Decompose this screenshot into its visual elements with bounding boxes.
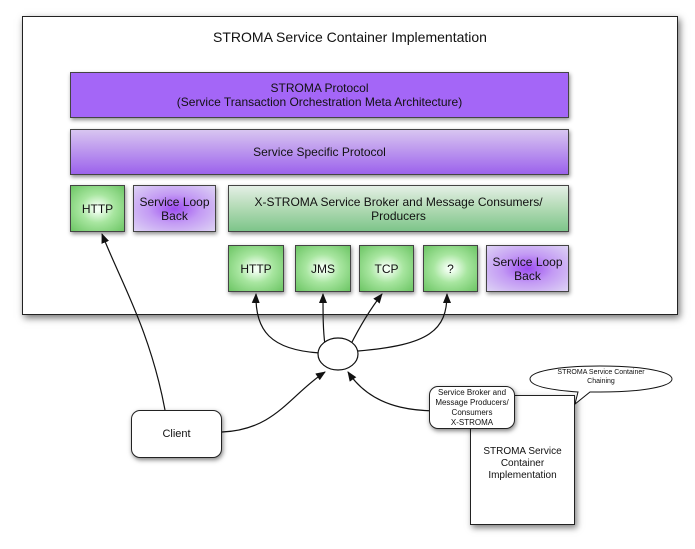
chaining-callout-text: STROMA Service Container Chaining — [530, 368, 672, 386]
external-container-label-1: STROMA Service — [483, 446, 562, 457]
transport-http-box: HTTP — [228, 245, 284, 292]
chaining-callout-label-2: Chaining — [587, 378, 615, 385]
arrow-hub-to-jms — [319, 293, 328, 346]
left-http-label: HTTP — [81, 201, 114, 216]
transport-jms-label: JMS — [311, 261, 335, 276]
transport-tcp-label: TCP — [374, 261, 399, 276]
left-loopback-label-1: Service Loop — [139, 194, 210, 209]
external-container-label-2: Container — [500, 458, 545, 469]
arrow-hub-to-tcp — [349, 293, 383, 347]
container-title: STROMA Service Container Implementation — [213, 29, 487, 45]
transport-tcp-box: TCP — [359, 245, 414, 292]
chaining-callout-bubble — [529, 365, 673, 406]
stroma-protocol-title: STROMA Protocol — [270, 81, 369, 95]
stroma-protocol-subtitle: (Service Transaction Orchestration Meta … — [176, 95, 463, 109]
client-label: Client — [162, 428, 191, 440]
transport-unknown-label: ? — [447, 261, 454, 276]
left-loopback-box: Service Loop Back — [133, 185, 216, 232]
client-node: Client — [131, 410, 222, 458]
transport-jms-box: JMS — [295, 245, 351, 292]
external-broker-box: Service Broker and Message Producers/ Co… — [429, 386, 515, 429]
arrow-client-to-hub — [221, 371, 326, 433]
external-container-label-3: Implementation — [488, 470, 557, 481]
broker-box: X-STROMA Service Broker and Message Cons… — [228, 185, 569, 232]
transport-loopback-label-1: Service Loop — [492, 254, 563, 269]
broker-label-2: Producers — [371, 208, 426, 223]
transport-http-label: HTTP — [240, 261, 272, 276]
arrow-hub-to-http — [251, 293, 321, 354]
left-loopback-label-2: Back — [161, 208, 188, 223]
external-broker-label-1: Service Broker and — [437, 387, 507, 397]
chaining-callout-label-1: STROMA Service Container — [557, 369, 645, 376]
external-broker-label-4: X-STROMA — [450, 417, 494, 427]
arrow-hub-to-unknown — [357, 293, 451, 352]
arrow-client-to-http — [101, 233, 166, 411]
transport-loopback-label-2: Back — [514, 268, 541, 283]
left-http-box: HTTP — [70, 185, 125, 232]
service-specific-protocol-label: Service Specific Protocol — [253, 145, 386, 159]
transport-unknown-box: ? — [423, 245, 478, 292]
service-specific-protocol-box: Service Specific Protocol — [70, 129, 569, 175]
external-broker-label-3: Consumers — [451, 407, 493, 417]
stroma-protocol-box: STROMA Protocol (Service Transaction Orc… — [70, 72, 569, 118]
broker-label-1: X-STROMA Service Broker and Message Cons… — [254, 194, 543, 209]
external-broker-label-2: Message Producers/ — [435, 397, 509, 407]
hub-node — [317, 337, 359, 371]
transport-loopback-box: Service Loop Back — [486, 245, 569, 292]
